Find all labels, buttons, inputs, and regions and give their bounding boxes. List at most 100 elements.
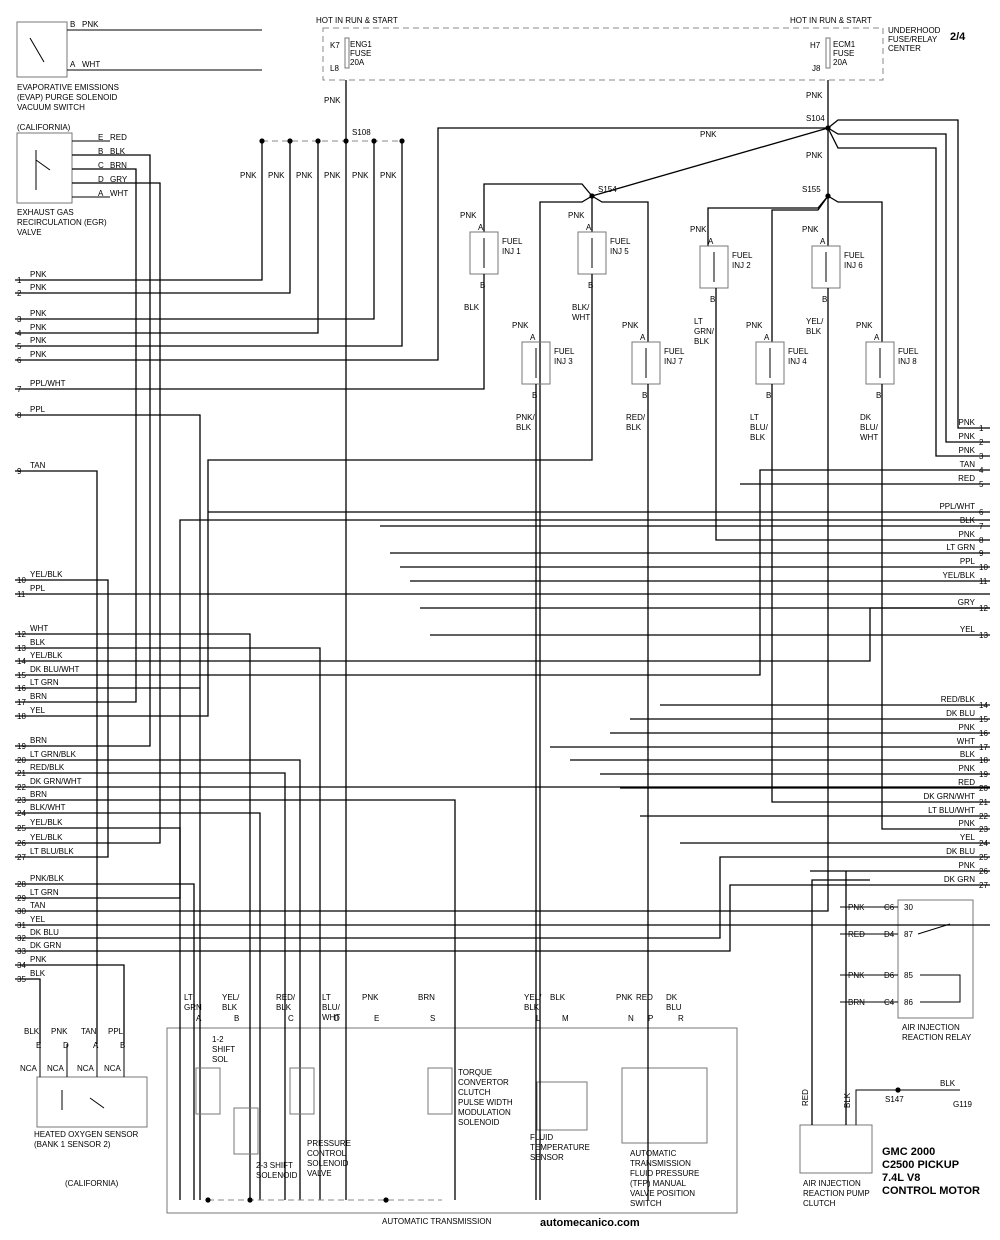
tfp-label: TRANSMISSION xyxy=(630,1159,691,1168)
right-pin-number: 16 xyxy=(979,729,988,738)
trans-pin: E xyxy=(374,1014,379,1023)
injector-wire-b: BLK xyxy=(694,337,710,346)
injector-pin-b: B xyxy=(588,281,593,290)
right-pin-wire: YEL/BLK xyxy=(943,571,976,580)
left-pin-wire: LT GRN xyxy=(30,888,59,897)
wire-group xyxy=(15,29,990,1203)
left-pin-number: 32 xyxy=(17,934,26,943)
injector-wire-b: LT xyxy=(750,413,759,422)
relay-terminal: 85 xyxy=(904,971,913,980)
left-pin-number: 30 xyxy=(17,907,26,916)
egr-label: EXHAUST GAS xyxy=(17,208,74,217)
injector-wire-b: DK xyxy=(860,413,872,422)
tfp-label: SWITCH xyxy=(630,1199,662,1208)
o2-nca: NCA xyxy=(104,1064,122,1073)
left-pin-number: 18 xyxy=(17,712,26,721)
trans-wire: GRN xyxy=(184,1003,202,1012)
left-pin-number: 34 xyxy=(17,961,26,970)
injector-pin-b: B xyxy=(642,391,647,400)
injector-wire-b: RED/ xyxy=(626,413,646,422)
trans-ground-dot xyxy=(247,1197,253,1203)
evap-pin-a: A xyxy=(70,60,76,69)
injector-pin-a: A xyxy=(478,223,484,232)
injector-wire-b: BLU/ xyxy=(860,423,879,432)
injector-wire-b: LT xyxy=(694,317,703,326)
wire-egr-c xyxy=(15,168,137,703)
relay-cavity: D4 xyxy=(884,930,895,939)
injector-pin-b: B xyxy=(480,281,485,290)
o2-nca: NCA xyxy=(20,1064,38,1073)
left-pin-wire: BLK xyxy=(30,969,46,978)
relay-contact xyxy=(917,923,961,1003)
trans-wire: PNK xyxy=(616,993,633,1002)
right-pin-number: 3 xyxy=(979,452,984,461)
right-pin-number: 1 xyxy=(979,424,984,433)
injector-name: FUEL xyxy=(898,347,919,356)
fuse1-label: FUSE xyxy=(350,49,371,58)
tfp-label: (TFP) MANUAL xyxy=(630,1179,687,1188)
page-number: 2/4 xyxy=(950,31,966,43)
injector-pin-a: A xyxy=(874,333,880,342)
tcc-label: CONVERTOR xyxy=(458,1078,509,1087)
left-pin-wire: YEL/BLK xyxy=(30,833,63,842)
injector-wire-a: PNK xyxy=(690,225,707,234)
splice-s104-label: S104 xyxy=(806,114,825,123)
left-pin-number: 16 xyxy=(17,684,26,693)
egr-pin: D xyxy=(98,175,104,184)
trans-ground-dot xyxy=(383,1197,389,1203)
shift12-label: SHIFT xyxy=(212,1045,235,1054)
relay-wire: PNK xyxy=(848,971,865,980)
wire-inj4-feed xyxy=(771,195,829,342)
injector-wire-b: BLK xyxy=(806,327,822,336)
left-pin-number: 1 xyxy=(17,276,22,285)
fuse-center-box xyxy=(322,27,884,81)
splice-s155-label: S155 xyxy=(802,185,821,194)
right-pin-number: 7 xyxy=(979,522,984,531)
wire-right-1 xyxy=(827,119,990,429)
wire-left-13 xyxy=(15,647,321,1200)
wire-inj8-feed xyxy=(827,195,883,342)
fuse1-pin-in: K7 xyxy=(330,41,340,50)
pump-label: REACTION PUMP xyxy=(803,1189,870,1198)
fuse2-pin-out: J8 xyxy=(812,64,821,73)
left-pin-wire: TAN xyxy=(30,461,46,470)
right-pin-wire: PNK xyxy=(959,446,976,455)
left-pin-wire: LT GRN/BLK xyxy=(30,750,77,759)
right-pin-number: 22 xyxy=(979,812,988,821)
relay-terminal: 86 xyxy=(904,998,913,1007)
wire-left-23 xyxy=(15,799,456,1200)
right-pin-wire: RED/BLK xyxy=(941,695,976,704)
right-pin-wire: PNK xyxy=(959,764,976,773)
o2-label: (BANK 1 SENSOR 2) xyxy=(34,1140,111,1149)
right-pin-number: 15 xyxy=(979,715,988,724)
left-pin-number: 31 xyxy=(17,921,26,930)
tfp-label: AUTOMATIC xyxy=(630,1149,677,1158)
fuse-center-label: FUSE/RELAY xyxy=(888,35,938,44)
vehicle-title: GMC 2000 xyxy=(882,1146,935,1158)
wire-s104-s154 xyxy=(591,127,829,197)
left-pin-number: 9 xyxy=(17,467,22,476)
trans-pin: R xyxy=(678,1014,684,1023)
right-pin-number: 18 xyxy=(979,756,988,765)
evap-label: EVAPORATIVE EMISSIONS xyxy=(17,83,119,92)
left-pin-number: 17 xyxy=(17,698,26,707)
egr-wire: WHT xyxy=(110,189,128,198)
s104-s154-label: PNK xyxy=(700,130,717,139)
injector-pin-b: B xyxy=(876,391,881,400)
right-pin-wire: PNK xyxy=(959,418,976,427)
evap-wire-b: PNK xyxy=(82,20,99,29)
o2-label: HEATED OXYGEN SENSOR xyxy=(34,1130,139,1139)
tcc-label: SOLENOID xyxy=(458,1118,500,1127)
wire-inj5-ret xyxy=(15,274,593,717)
wire-right-7 xyxy=(15,519,990,899)
left-pin-wire: DK GRN xyxy=(30,941,61,950)
right-pin-number: 25 xyxy=(979,853,988,862)
left-pin-wire: TAN xyxy=(30,901,46,910)
injector-name: FUEL xyxy=(732,251,753,260)
wire-left-1 xyxy=(15,141,263,281)
wire-left-30 xyxy=(15,288,829,912)
wire-pump-a xyxy=(811,879,870,1125)
injector-wire-a: PNK xyxy=(512,321,529,330)
relay-wire: PNK xyxy=(848,903,865,912)
o2-nca: NCA xyxy=(47,1064,65,1073)
